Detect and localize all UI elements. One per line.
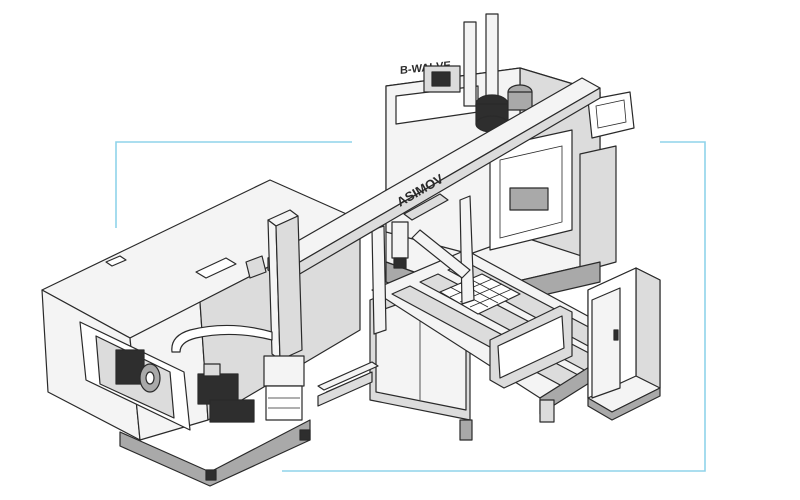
part-chute [317,361,379,407]
pallet-conveyor [369,249,633,441]
machine-table [509,187,549,211]
machining-center: B-WAI-VE [385,13,635,313]
spindle-rail-right [485,13,499,103]
gantry-robot: ASIMOV [171,77,601,421]
callout-bracket [115,141,706,472]
cabinet-door [591,287,621,399]
gripper-hose [171,324,273,353]
beam-carriage [403,193,449,221]
control-panel [587,91,635,139]
gripper-body [263,355,305,387]
electrical-cabinet [587,267,661,421]
spindle-rail-left [463,21,477,107]
tool-turret [197,373,239,405]
